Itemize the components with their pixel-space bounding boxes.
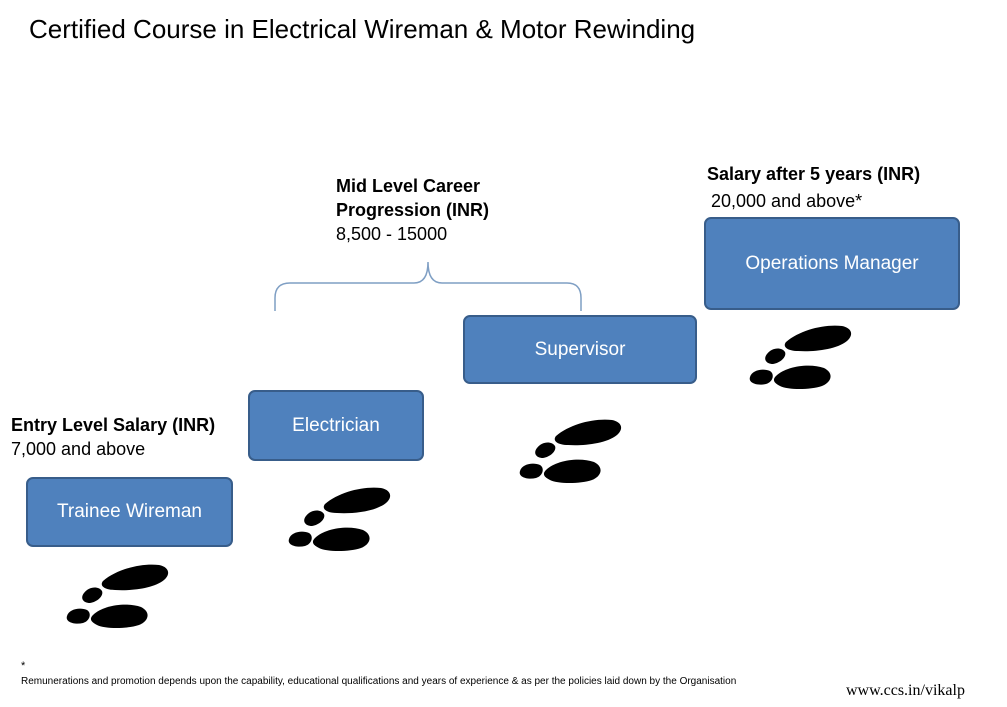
bracket-icon [274, 261, 582, 311]
supervisor-box: Supervisor [463, 315, 697, 384]
operations-manager-box: Operations Manager [704, 217, 960, 310]
footprints-icon [519, 419, 622, 483]
page-title: Certified Course in Electrical Wireman &… [29, 14, 696, 44]
entry-salary-value: 7,000 and above [11, 439, 146, 459]
trainee-wireman-box: Trainee Wireman [26, 477, 233, 547]
footprints-icon [749, 325, 852, 389]
entry-salary-heading: Entry Level Salary (INR) [11, 415, 216, 435]
senior-salary-heading: Salary after 5 years (INR) [707, 164, 921, 184]
footnote-text: Remunerations and promotion depends upon… [21, 676, 737, 687]
footprints-icon [288, 487, 391, 551]
footprints-icon [66, 564, 169, 628]
website-url: www.ccs.in/vikalp [846, 682, 965, 699]
mid-salary-heading-line1: Mid Level Career [336, 176, 481, 196]
footnote-marker: * [21, 660, 26, 672]
senior-salary-value: 20,000 and above* [711, 191, 863, 211]
electrician-box: Electrician [248, 390, 424, 461]
mid-salary-heading-line2: Progression (INR) [336, 200, 490, 220]
mid-salary-value: 8,500 - 15000 [336, 224, 448, 244]
